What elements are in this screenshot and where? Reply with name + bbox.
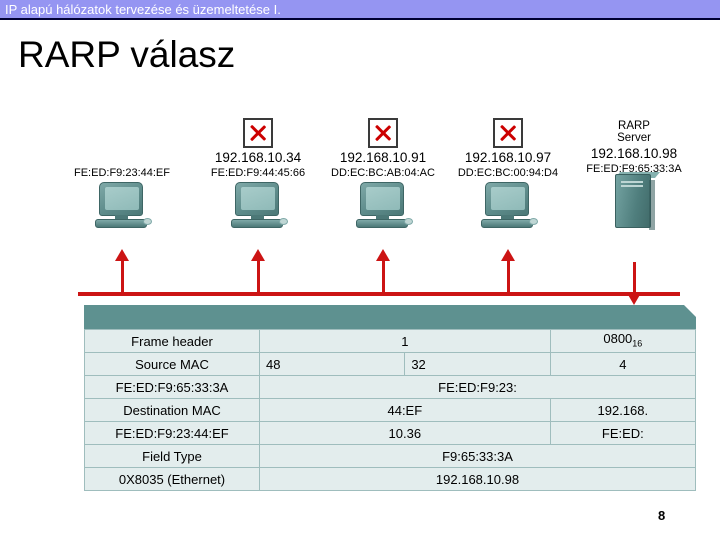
- node-mac-label: DD:EC:BC:AB:04:AC: [331, 167, 435, 179]
- broken-image-icon: [493, 118, 523, 148]
- banner-title: IP alapú hálózatok tervezése és üzemelte…: [5, 2, 281, 17]
- traffic-arrow-up-pc2: [251, 249, 265, 294]
- page-number: 8: [658, 508, 666, 523]
- node-ip-label: 192.168.10.97: [464, 150, 552, 165]
- traffic-arrow-down-rarp-server: [627, 262, 641, 305]
- node-ip-label: 192.168.10.98: [590, 146, 678, 161]
- table-header-band: [84, 305, 696, 329]
- table-cell: Field Type: [84, 444, 260, 468]
- table-cell: Frame header: [84, 329, 260, 353]
- table-cell: 48: [258, 352, 406, 376]
- table-cell: FE:ED:F9:23:44:EF: [84, 421, 260, 445]
- ethernet-bus-line: [78, 292, 680, 296]
- node-ip-label: [47, 150, 197, 166]
- desktop-computer-icon: [229, 182, 288, 230]
- table-cell: FE:ED:F9:65:33:3A: [84, 375, 260, 399]
- folded-corner-icon: [684, 305, 696, 317]
- arrow-head-icon: [627, 293, 641, 305]
- traffic-arrow-up-pc1: [115, 249, 129, 294]
- subscript: 16: [632, 338, 643, 349]
- table-cell: 1: [259, 329, 551, 353]
- table-cell: 44:EF: [259, 398, 551, 422]
- table-cell: 0X8035 (Ethernet): [84, 467, 260, 491]
- node-ip-label: 192.168.10.91: [339, 150, 427, 165]
- table-cell: 192.168.: [549, 398, 697, 422]
- node-mac-label: DD:EC:BC:00:94:D4: [457, 167, 559, 179]
- desktop-computer-icon: [93, 182, 152, 230]
- table-cell: Source MAC: [84, 352, 260, 376]
- traffic-arrow-up-pc4: [501, 249, 515, 294]
- table-cell: 192.168.10.98: [259, 467, 696, 491]
- arrow-head-icon: [251, 249, 265, 261]
- table-cell: 32: [404, 352, 551, 376]
- broken-image-icon: [368, 118, 398, 148]
- desktop-computer-icon: [354, 182, 413, 230]
- broken-image-icon: [243, 118, 273, 148]
- arrow-head-icon: [501, 249, 515, 261]
- desktop-computer-icon: [479, 182, 538, 230]
- table-cell: F9:65:33:3A: [259, 444, 696, 468]
- table-cell: 4: [549, 352, 697, 376]
- server-tower-icon: [611, 172, 661, 232]
- table-cell: 080016: [549, 329, 697, 353]
- network-node-pc1: FE:ED:F9:23:44:EF: [47, 110, 197, 230]
- page-title: RARP válasz: [18, 34, 236, 75]
- node-mac-label: FE:ED:F9:44:45:66: [210, 167, 306, 179]
- table-cell: FE:ED:: [549, 421, 697, 445]
- table-cell: FE:ED:F9:23:: [259, 375, 696, 399]
- table-row: 0X8035 (Ethernet)192.168.10.98: [84, 467, 696, 491]
- slide-banner: IP alapú hálózatok tervezése és üzemelte…: [0, 0, 720, 20]
- node-mac-label: FE:ED:F9:23:44:EF: [74, 167, 170, 179]
- node-ip-label: 192.168.10.34: [214, 150, 302, 165]
- table-cell: Destination MAC: [84, 398, 260, 422]
- arrow-head-icon: [376, 249, 390, 261]
- arrow-head-icon: [115, 249, 129, 261]
- table-cell: 10.36: [259, 421, 551, 445]
- traffic-arrow-up-pc3: [376, 249, 390, 294]
